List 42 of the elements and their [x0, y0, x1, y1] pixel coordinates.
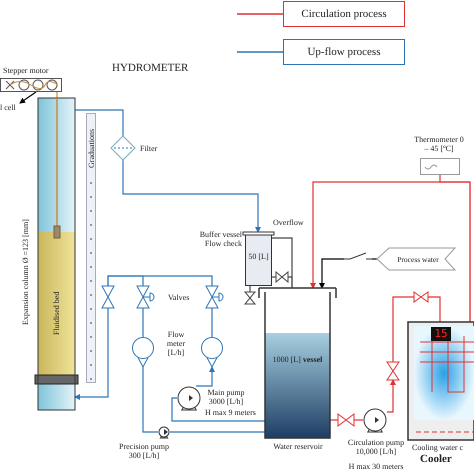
part-label: Graduations: [87, 128, 96, 168]
pipe-line: [387, 379, 396, 413]
part-label: Fluidised bed: [52, 292, 61, 335]
pipe-line: [196, 366, 215, 387]
pipe-line: [74, 308, 109, 400]
pipe-line: [75, 109, 124, 136]
volume-label: 1000 [L] vessel: [272, 355, 324, 364]
part-label: Circulation pump 10,000 [L/h]: [346, 438, 406, 456]
part-label: Main pump 3000 [L/h]: [206, 388, 246, 406]
part-label: H max 9 meters: [205, 408, 257, 417]
digital-display: 15: [431, 327, 451, 341]
part-label: Flow meter [L/h]: [166, 330, 186, 357]
pipe-line: [107, 275, 213, 286]
pipe-line: [428, 296, 441, 322]
pipe-line: [288, 276, 293, 288]
part-label: Precision pump 300 [L/h]: [118, 442, 170, 460]
heading: HYDROMETER: [112, 62, 190, 74]
part-label: Water reservoir: [272, 442, 324, 451]
pipe-line: [392, 296, 414, 362]
part-label: Buffer vessel Flow check: [198, 230, 242, 248]
pipe-line: [319, 258, 344, 289]
part-label: H max 30 meters: [348, 462, 404, 471]
pipe-line: [142, 308, 144, 337]
part-label: l cell: [0, 103, 17, 112]
legend-label: Circulation process: [283, 1, 405, 27]
pipe-line: [171, 397, 265, 422]
part-label: Overflow: [273, 218, 305, 227]
pipe-line: [439, 175, 471, 322]
part-label: Cooling water c: [412, 443, 464, 452]
part-label: Filter: [140, 144, 158, 153]
legend-label: Up-flow process: [283, 39, 405, 65]
part-label: Expansion column Ø =123 [mm]: [21, 219, 30, 325]
part-label: Valves: [168, 293, 190, 302]
part-label: Stepper motor: [3, 66, 50, 75]
volume-label: 50 [L]: [247, 252, 270, 261]
leader-line: [19, 92, 36, 104]
pipe-line: [142, 367, 158, 433]
pipe-line: [170, 431, 265, 433]
part-label: Thermometer 0 – 45 [ºC]: [414, 135, 464, 153]
pipe-line: [211, 308, 213, 337]
pipe-line: [122, 160, 261, 233]
part-label: Cooler: [420, 453, 453, 465]
